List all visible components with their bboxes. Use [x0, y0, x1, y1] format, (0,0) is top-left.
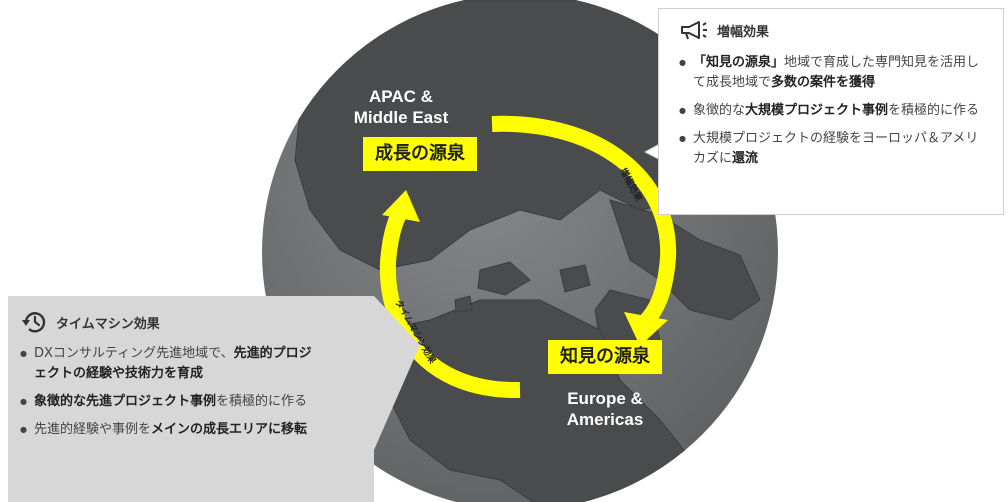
source-tag-knowledge: 知見の源泉 — [548, 340, 662, 374]
source-tag-growth: 成長の源泉 — [363, 137, 477, 171]
callout-amplify-item: 大規模プロジェクトの経験をヨーロッパ＆アメリカズに還流 — [679, 129, 989, 169]
megaphone-icon — [679, 19, 709, 41]
callout-timemachine: タイムマシン効果 DXコンサルティング先進地域で、先進的プロジェクトの経験や技術… — [8, 296, 374, 502]
callout-timemachine-item: 先進的経験や事例をメインの成長エリアに移転 — [20, 420, 320, 440]
cycle-arrow-right — [491, 115, 677, 328]
history-clock-icon — [20, 310, 48, 334]
arrow-head-down — [624, 312, 668, 346]
callout-amplify-header: 増幅効果 — [679, 19, 989, 41]
callout-amplify-item: 「知見の源泉」地域で育成した専門知見を活用して成長地域で多数の案件を獲得 — [679, 53, 989, 93]
callout-timemachine-header: タイムマシン効果 — [20, 310, 360, 334]
callout-timemachine-item: 象徴的な先進プロジェクト事例を積極的に作る — [20, 392, 320, 412]
callout-amplify-item: 象徴的な大規模プロジェクト事例を積極的に作る — [679, 101, 989, 121]
region-label-europe-americas: Europe & Americas — [566, 389, 644, 429]
region-label-apac: APAC & Middle East — [353, 87, 449, 127]
callout-amplify-list: 「知見の源泉」地域で育成した専門知見を活用して成長地域で多数の案件を獲得 象徴的… — [679, 53, 989, 169]
callout-timemachine-item: DXコンサルティング先進地域で、先進的プロジェクトの経験や技術力を育成 — [20, 344, 320, 384]
callout-amplify: 増幅効果 「知見の源泉」地域で育成した専門知見を活用して成長地域で多数の案件を獲… — [658, 8, 1004, 215]
callout-amplify-title: 増幅効果 — [717, 24, 770, 40]
callout-timemachine-title: タイムマシン効果 — [56, 316, 160, 332]
landmass-europe — [609, 199, 761, 321]
callout-timemachine-list: DXコンサルティング先進地域で、先進的プロジェクトの経験や技術力を育成 象徴的な… — [20, 344, 360, 440]
arrow-head-up — [382, 190, 420, 222]
landmass-islands — [454, 261, 591, 313]
